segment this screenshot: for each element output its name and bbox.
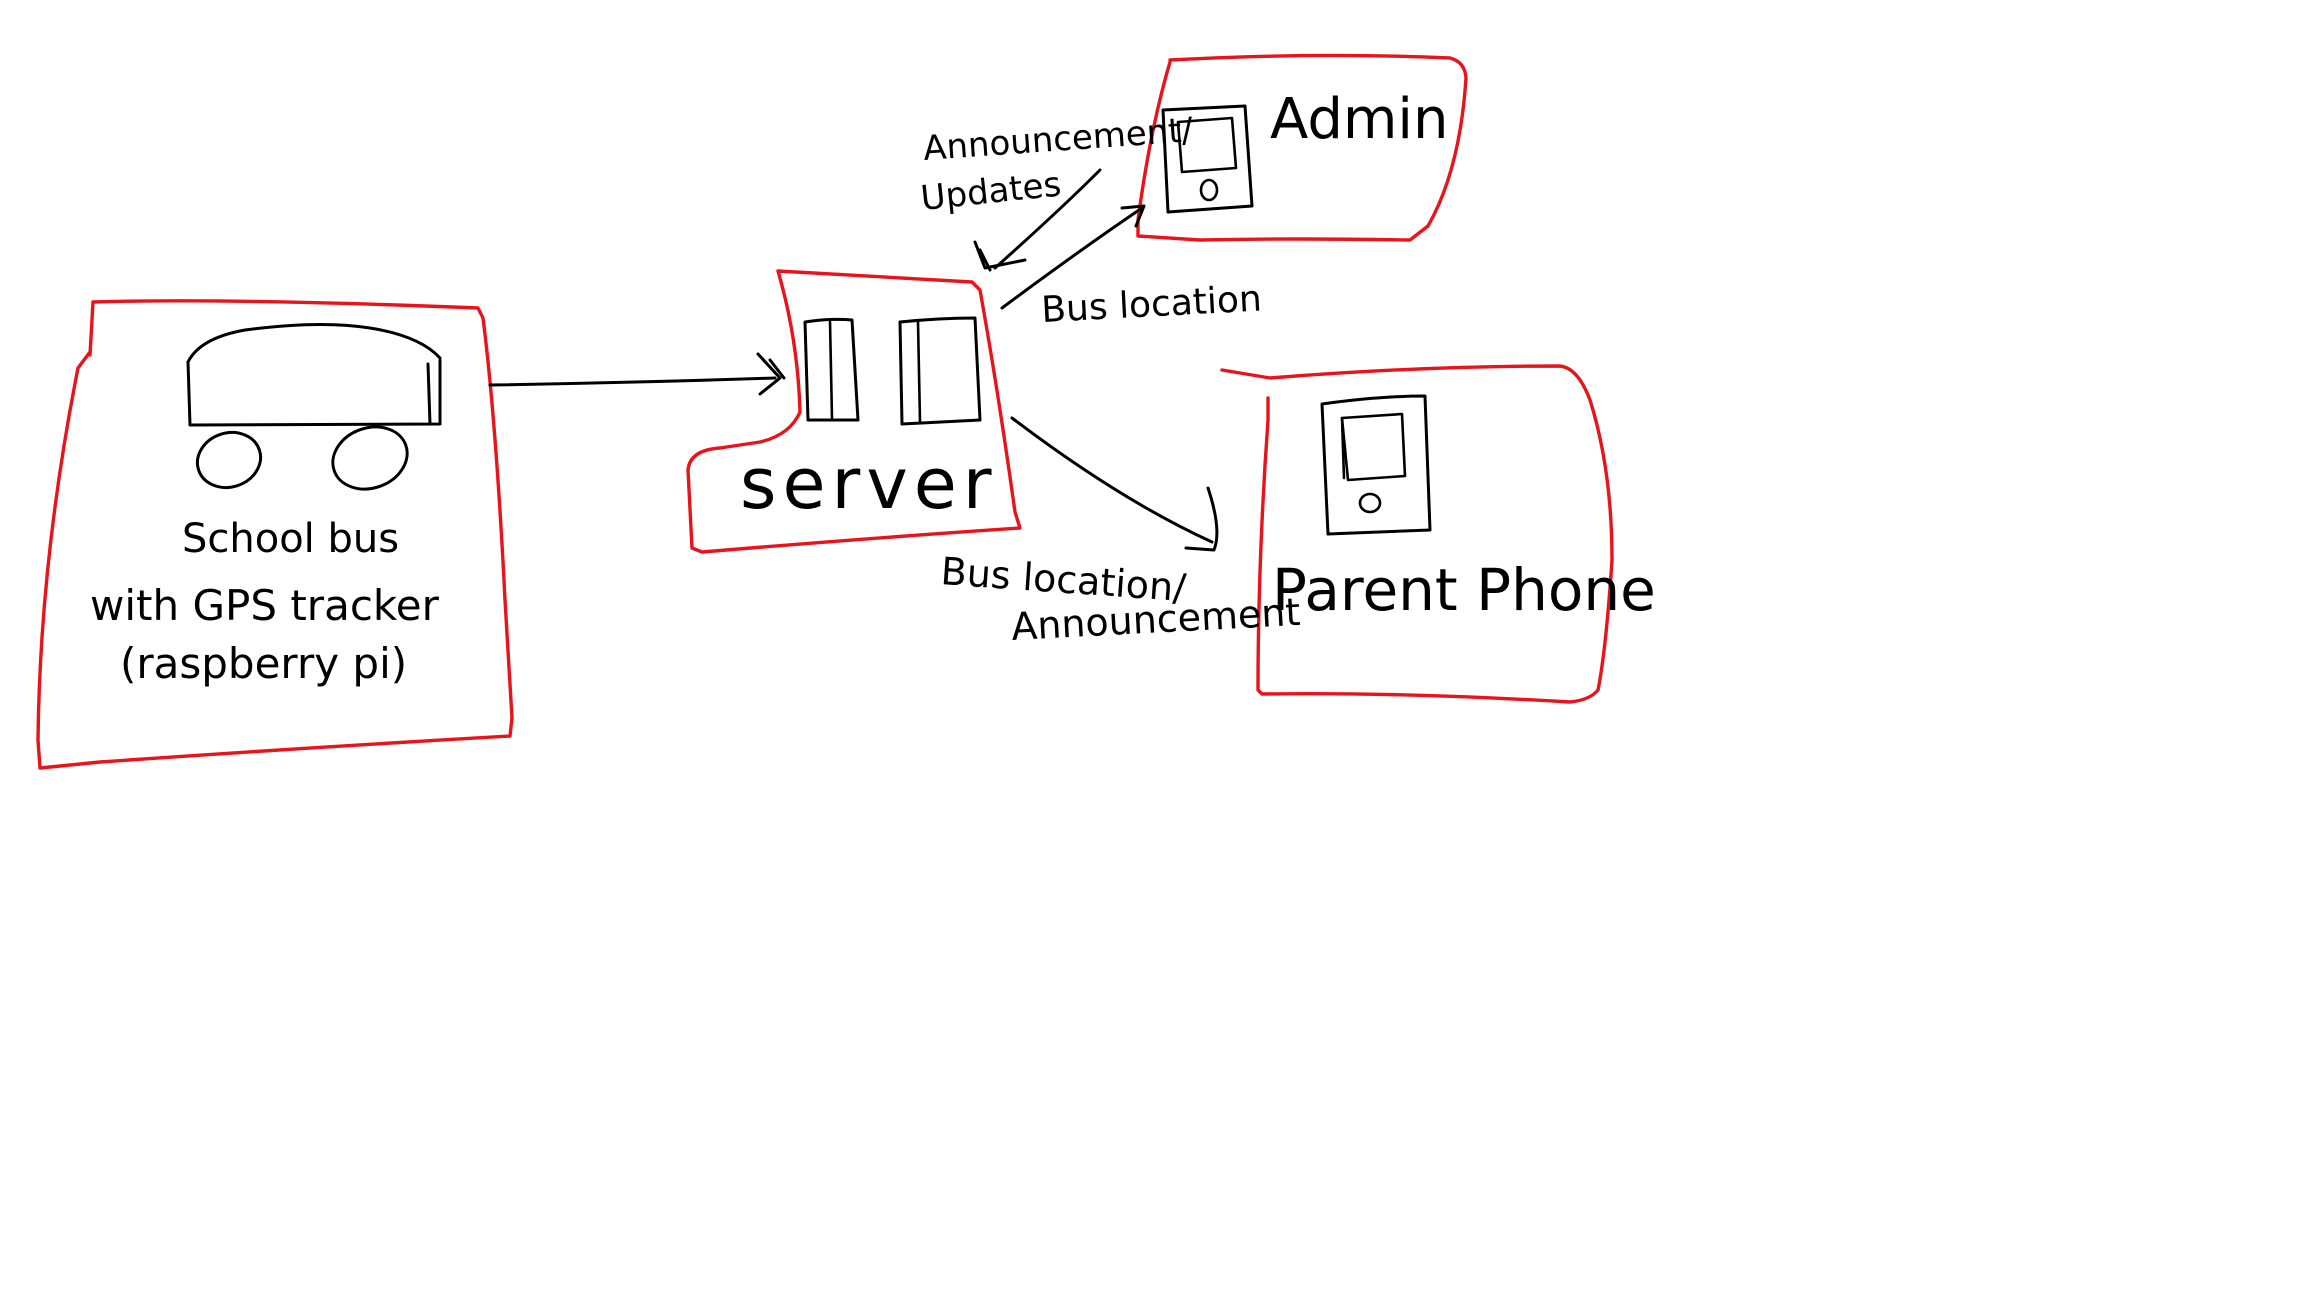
admin-node: Admin xyxy=(1136,53,1468,242)
edge-bus-to-server xyxy=(488,352,786,396)
parent-node-box xyxy=(1220,364,1614,704)
edge-bus-to-server-line xyxy=(488,376,777,387)
bus-icon xyxy=(186,322,442,491)
parent-phone-icon xyxy=(1320,394,1432,536)
bus-node-box xyxy=(36,299,514,770)
parent-label: Parent Phone xyxy=(1272,556,1656,624)
edge-server-to-parent-arrowhead xyxy=(1184,486,1219,552)
edge-server-to-admin-line xyxy=(1000,206,1144,310)
edge-server-to-admin: Bus location xyxy=(1000,204,1263,331)
bus-label-line-3: (raspberry pi) xyxy=(120,639,407,688)
admin-label: Admin xyxy=(1270,87,1448,152)
server-node: server xyxy=(686,269,1022,554)
edge-server-to-admin-label: Bus location xyxy=(1040,279,1262,331)
bus-label-line-2: with GPS tracker xyxy=(90,581,440,630)
server-label: server xyxy=(740,443,998,525)
edge-admin-to-server: Announcement/ Updates xyxy=(919,110,1195,272)
parent-node: Parent Phone xyxy=(1220,364,1656,704)
admin-phone-icon xyxy=(1161,104,1254,214)
server-icon xyxy=(803,316,982,426)
edge-admin-to-server-arrowhead xyxy=(973,240,1027,272)
edge-server-to-parent-line xyxy=(1010,416,1214,544)
edge-admin-to-server-label-line-1: Announcement/ xyxy=(922,110,1195,169)
bus-node: School bus with GPS tracker (raspberry p… xyxy=(36,299,514,770)
edge-server-to-admin-arrowhead xyxy=(1120,204,1146,228)
server-node-box xyxy=(686,269,1022,554)
edge-bus-to-server-arrowhead xyxy=(756,352,786,396)
bus-label-line-1: School bus xyxy=(182,516,399,562)
edge-admin-to-server-label-line-2: Updates xyxy=(919,164,1063,219)
edge-admin-to-server-line xyxy=(993,168,1102,270)
